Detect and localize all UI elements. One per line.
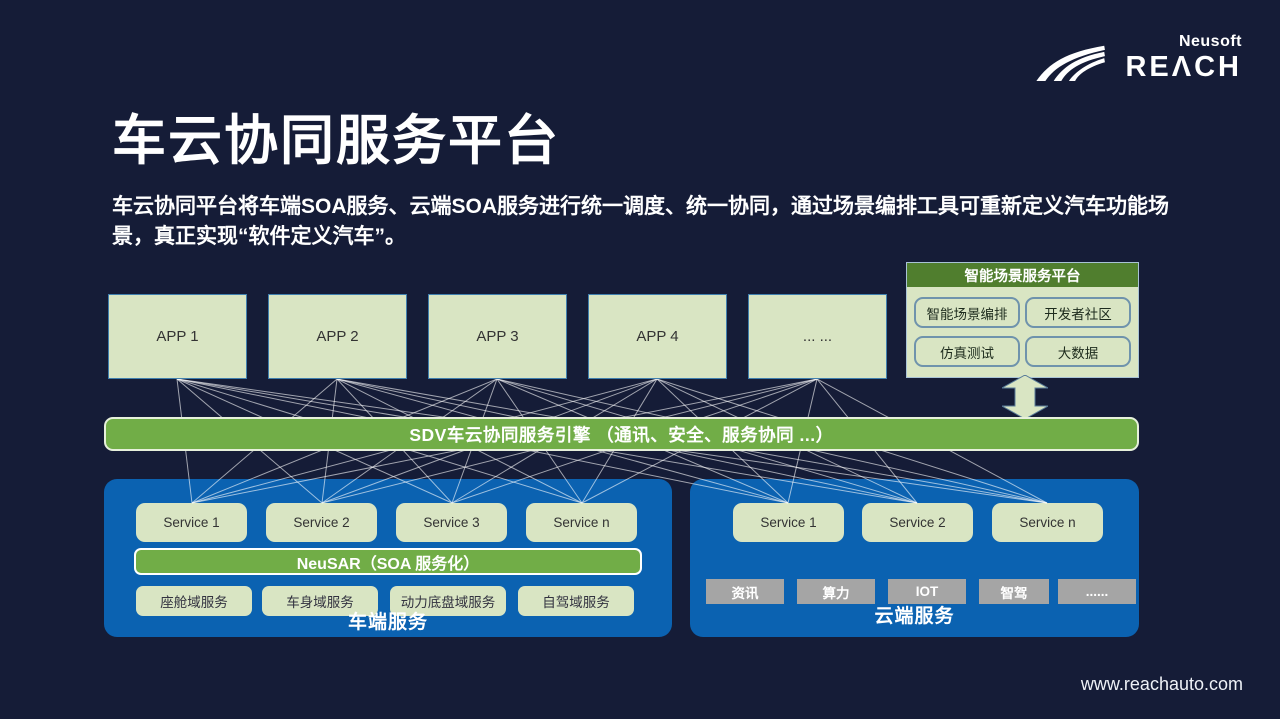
logo-text: Neusoft REΛCH (1125, 34, 1242, 82)
logo-swoosh-icon (1036, 45, 1106, 81)
scene-btn-developer-community: 开发者社区 (1025, 297, 1131, 328)
resource-news: 资讯 (706, 579, 784, 604)
vehicle-service-1: Service 1 (136, 503, 247, 542)
cloud-services-caption: 云端服务 (874, 606, 955, 627)
website-url: www.reachauto.com (1080, 674, 1243, 694)
vehicle-services-container: Service 1 Service 2 Service 3 Service n … (104, 479, 672, 637)
logo: Neusoft REΛCH (1023, 34, 1242, 82)
app-box-label: ... ... (802, 328, 833, 345)
app-box-1: APP 1 (108, 294, 247, 379)
neusar-bar: NeuSAR（SOA 服务化） (134, 548, 642, 575)
domain-autonomous-driving: 自驾域服务 (518, 586, 634, 616)
domain-cockpit: 座舱域服务 (136, 586, 252, 616)
app-box-more: ... ... (748, 294, 887, 379)
scene-platform-body: 智能场景编排 开发者社区 仿真测试 大数据 (907, 287, 1138, 375)
double-arrow-icon (1002, 375, 1048, 419)
resource-iot: IOT (888, 579, 966, 604)
app-box-3: APP 3 (428, 294, 567, 379)
app-box-2: APP 2 (268, 294, 407, 379)
resource-more: ...... (1058, 579, 1136, 604)
vehicle-service-2: Service 2 (266, 503, 377, 542)
cloud-services-container: Service 1 Service 2 Service n 资讯 算力 IOT … (690, 479, 1139, 637)
logo-brand: REΛCH (1125, 51, 1242, 83)
vehicle-service-n: Service n (526, 503, 637, 542)
vehicle-service-3: Service 3 (396, 503, 507, 542)
app-box-label: APP 1 (156, 328, 199, 345)
resource-smart-driving: 智驾 (979, 579, 1049, 604)
app-box-4: APP 4 (588, 294, 727, 379)
page-description: 车云协同平台将车端SOA服务、云端SOA服务进行统一调度、统一协同，通过场景编排… (112, 195, 1170, 249)
scene-btn-big-data: 大数据 (1025, 336, 1131, 367)
sdv-engine-bar: SDV车云协同服务引擎 （通讯、安全、服务协同 ...） (104, 417, 1139, 451)
cloud-service-2: Service 2 (862, 503, 973, 542)
app-box-label: APP 4 (636, 328, 679, 345)
app-box-label: APP 3 (476, 328, 519, 345)
domain-body: 车身域服务 (262, 586, 378, 616)
cloud-service-1: Service 1 (733, 503, 844, 542)
scene-btn-orchestration: 智能场景编排 (914, 297, 1020, 328)
scene-btn-simulation-test: 仿真测试 (914, 336, 1020, 367)
cloud-service-n: Service n (992, 503, 1103, 542)
domain-powertrain-chassis: 动力底盘域服务 (390, 586, 506, 616)
app-box-label: APP 2 (316, 328, 359, 345)
scene-platform-header: 智能场景服务平台 (907, 263, 1138, 287)
vehicle-services-caption: 车端服务 (347, 612, 428, 633)
logo-company: Neusoft (1178, 33, 1242, 50)
scene-platform-panel: 智能场景服务平台 智能场景编排 开发者社区 仿真测试 大数据 (906, 262, 1139, 378)
resource-computing-power: 算力 (797, 579, 875, 604)
page-title: 车云协同服务平台 (112, 111, 560, 171)
